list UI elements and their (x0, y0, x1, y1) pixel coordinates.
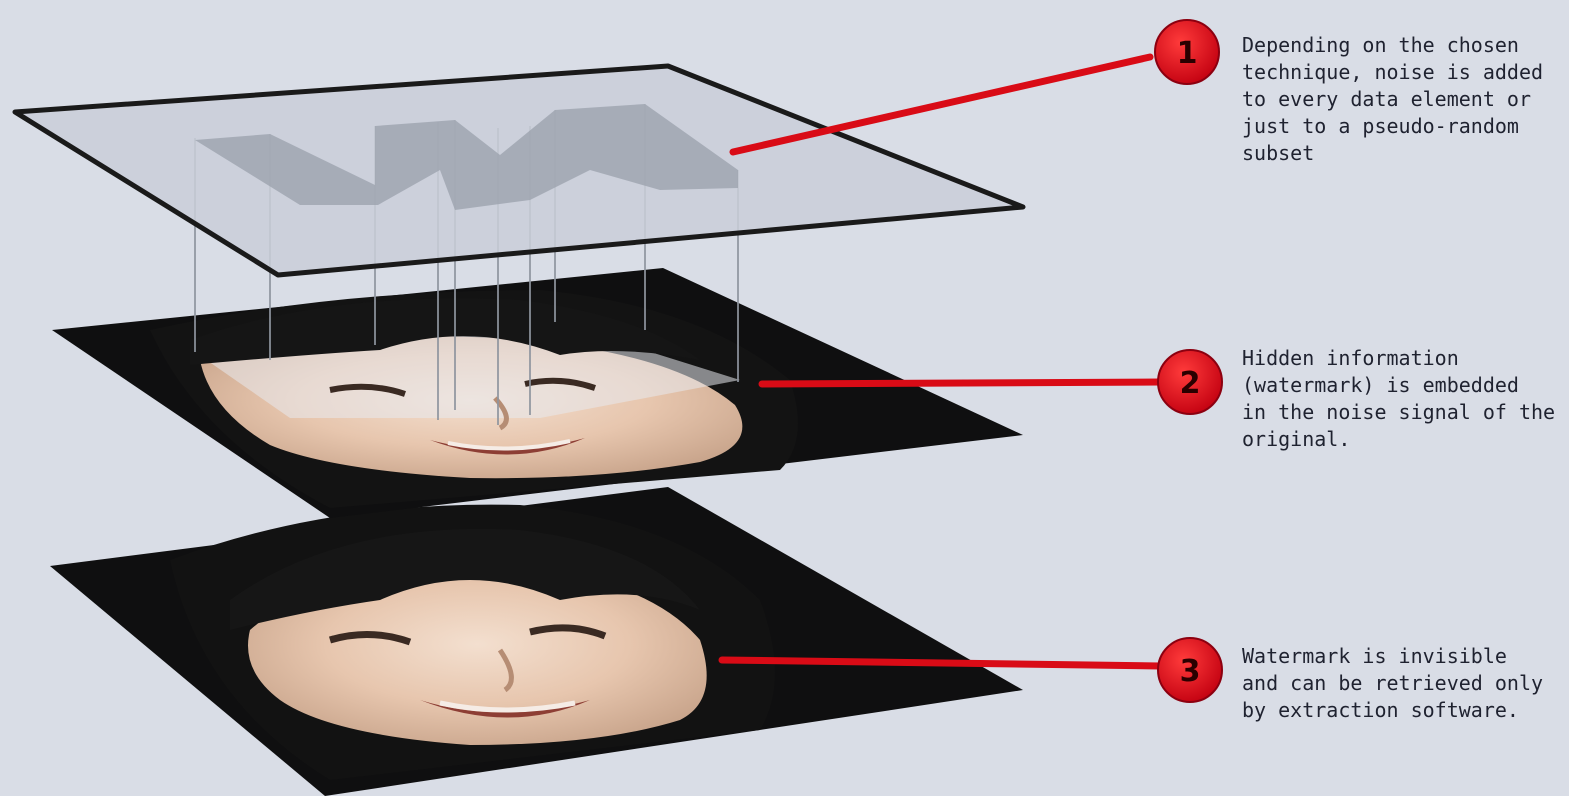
callout-badge-1: 1 (1155, 20, 1219, 84)
noise-pattern-layer (15, 66, 1023, 275)
callout-badge-2: 2 (1158, 350, 1222, 414)
callout-number-3: 3 (1180, 654, 1201, 689)
callout-number-2: 2 (1180, 366, 1201, 401)
callout-text-3: Watermark is invisible and can be retrie… (1242, 643, 1568, 724)
callout-line-2 (762, 382, 1160, 384)
callout-number-1: 1 (1177, 36, 1198, 71)
callout-line-1 (733, 57, 1150, 152)
final-photo-layer (50, 487, 1023, 796)
watermarked-photo-layer (52, 268, 1023, 518)
callout-text-1: Depending on the chosen technique, noise… (1242, 32, 1562, 167)
callout-text-2: Hidden information (watermark) is embedd… (1242, 345, 1569, 453)
callout-badge-3: 3 (1158, 638, 1222, 702)
